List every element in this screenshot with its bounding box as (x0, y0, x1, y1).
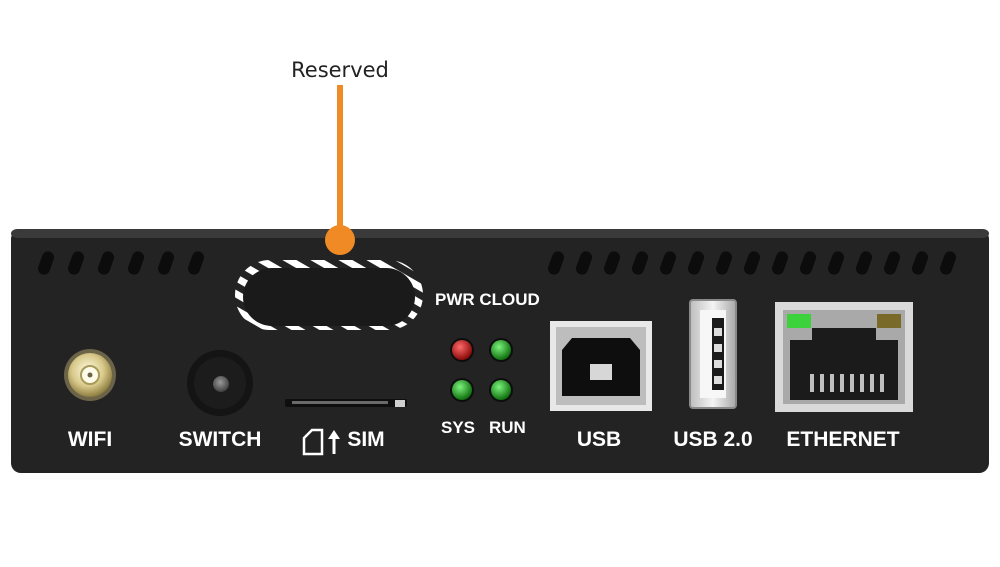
sim-insert-arrow-icon (328, 430, 340, 454)
device-top-edge (11, 229, 989, 238)
led-run (489, 378, 513, 402)
usb-a-port (689, 299, 737, 409)
ethernet-pins (810, 374, 884, 392)
sim-slot (285, 399, 407, 407)
reserved-slot (235, 260, 423, 330)
run-label: RUN (489, 418, 526, 437)
switch-button (187, 350, 253, 416)
ethernet-port (775, 302, 913, 412)
sim-label: SIM (347, 428, 385, 451)
usb-b-port (550, 321, 652, 411)
wifi-connector (64, 349, 116, 401)
reserved-callout-label: Reserved (291, 58, 389, 82)
led-pwr (450, 338, 474, 362)
led-sys (450, 378, 474, 402)
callout-dot (325, 225, 355, 255)
vent-slots-right (547, 251, 957, 275)
led-cloud (489, 338, 513, 362)
pwr-cloud-label: PWR CLOUD (435, 290, 540, 309)
wifi-label: WIFI (67, 428, 113, 451)
sim-card-icon (302, 428, 324, 456)
vent-slots-left (37, 251, 205, 275)
usb-label: USB (576, 428, 622, 451)
switch-label: SWITCH (178, 428, 262, 451)
usb2-label: USB 2.0 (673, 428, 753, 451)
sys-label: SYS (441, 418, 476, 437)
ethernet-label: ETHERNET (786, 428, 900, 451)
